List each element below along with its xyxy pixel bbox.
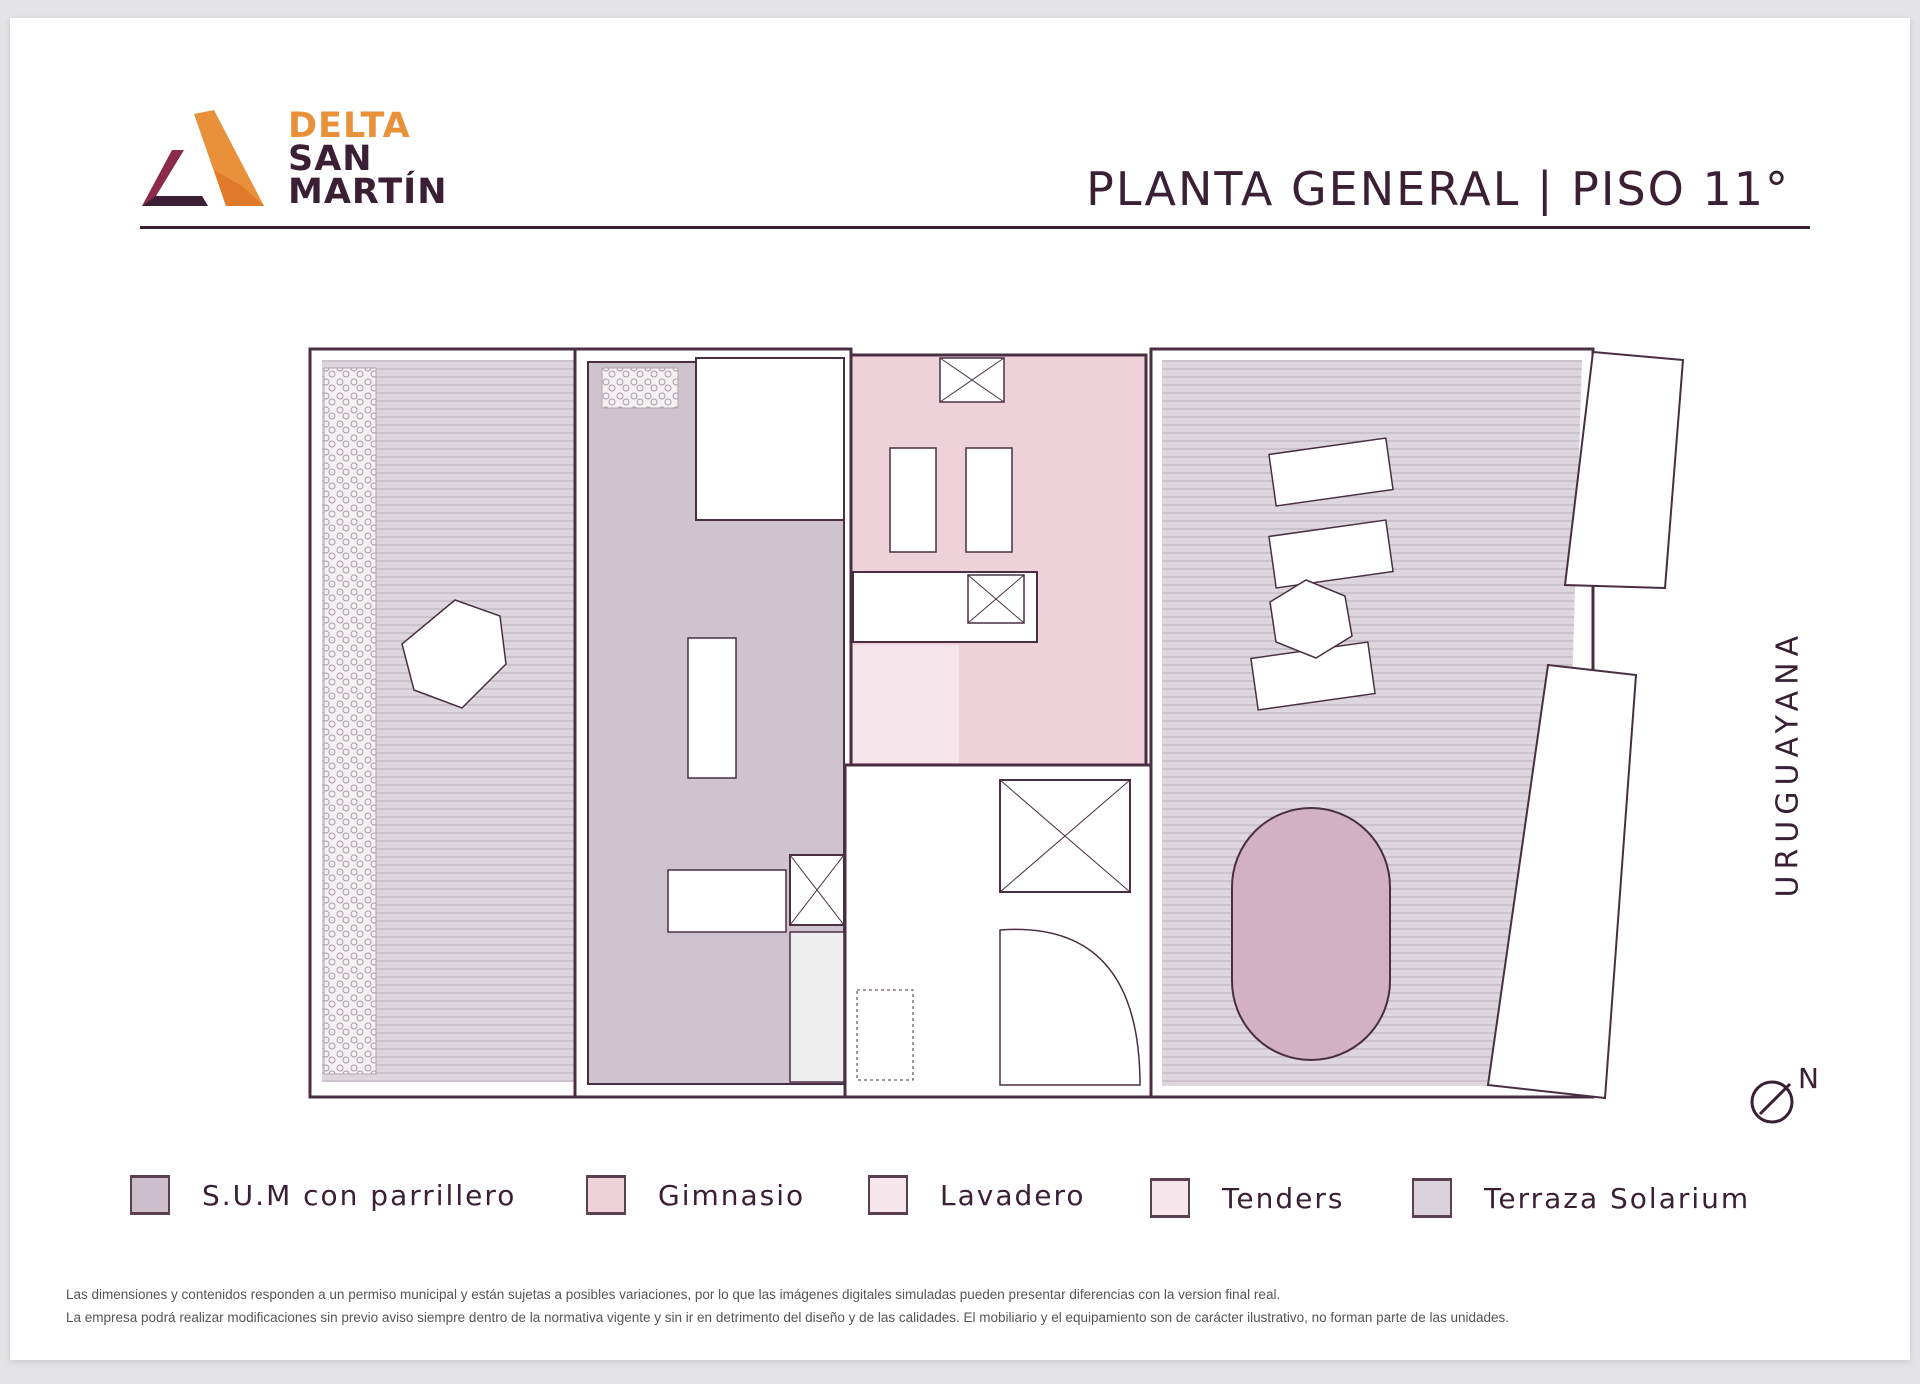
pool [1231,807,1391,1061]
bathroom [695,357,845,521]
logo-line-martin: MARTÍN [288,172,448,212]
disclaimer-line: Las dimensiones y contenidos responden a… [66,1287,1281,1302]
legend: S.U.M con parrillero Gimnasio Lavadero T… [0,1175,1920,1225]
legend-label: Terraza Solarium [1484,1181,1751,1215]
north-compass-icon [1750,1080,1794,1124]
header-divider [140,226,1810,229]
street-label: URUGUAYANA [1770,629,1806,898]
room-lavadero [853,645,959,763]
page-title: PLANTA GENERAL | PISO 11° [1086,162,1790,216]
logo-line-san: SAN [288,139,373,179]
legend-item-gimnasio: Gimnasio [586,1175,805,1215]
logo-line-delta: DELTA [288,106,411,146]
dining-table [687,637,737,779]
legend-item-terraza: Terraza Solarium [1412,1178,1750,1218]
balcony-lower [1486,663,1638,1100]
north-label: N [1798,1062,1819,1095]
legend-swatch [1150,1178,1190,1218]
staircase [999,928,1141,1086]
kitchen-counter [667,869,787,933]
legend-item-lavadero: Lavadero [868,1175,1086,1215]
legend-swatch [868,1175,908,1215]
legend-label: S.U.M con parrillero [202,1178,517,1212]
disclaimer-line: La empresa podrá realizar modificaciones… [66,1310,1510,1325]
legend-swatch [586,1175,626,1215]
legend-label: Gimnasio [658,1178,806,1212]
logo-icon [142,110,264,206]
legend-item-tenders: Tenders [1150,1178,1344,1218]
balcony-upper [1563,350,1685,590]
legend-label: Tenders [1222,1181,1345,1215]
legend-swatch [1412,1178,1452,1218]
umbrella [1269,579,1353,659]
legend-label: Lavadero [940,1178,1086,1212]
legend-item-sum: S.U.M con parrillero [130,1175,516,1215]
umbrella [401,599,507,709]
legend-swatch [130,1175,170,1215]
logo-text: DELTA SAN MARTÍN [288,106,448,212]
